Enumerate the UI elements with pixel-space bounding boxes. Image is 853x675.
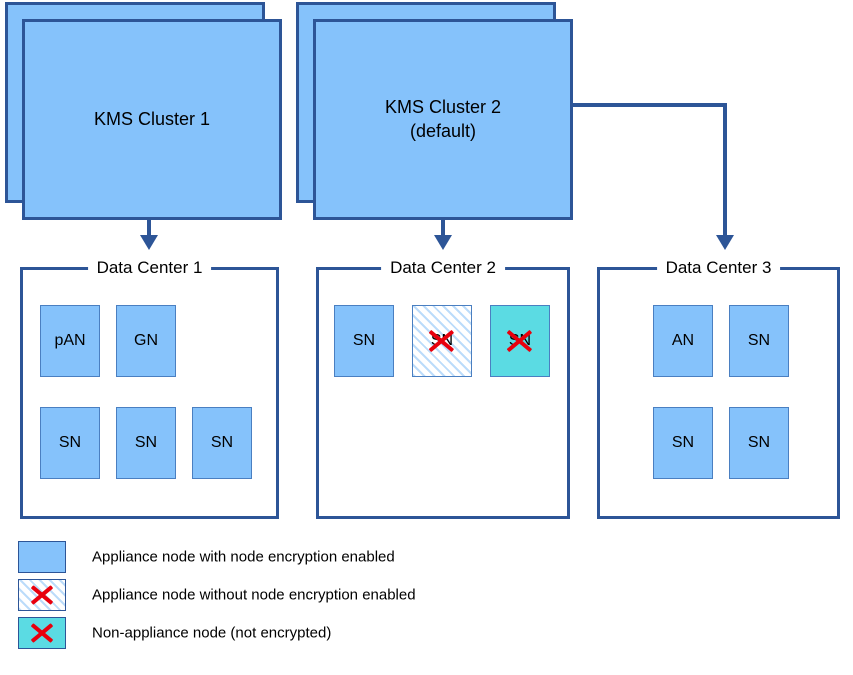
node-dc1-sn-1-label: SN [58,434,82,451]
cross-out-icon [29,622,55,644]
node-dc1-sn-3-label: SN [210,434,234,451]
node-dc3-sn-3[interactable]: SN [729,407,789,479]
node-an-label: AN [671,332,695,349]
data-center-1-nodes: pAN GN SN SN SN [20,267,279,519]
kms-cluster-1-card-front[interactable]: KMS Cluster 1 [22,19,282,220]
node-gn-label: GN [134,332,158,349]
node-dc3-sn-2-label: SN [671,434,695,451]
arrow-cluster2-to-dc2-head [434,235,452,250]
legend: Appliance node with node encryption enab… [18,541,538,651]
legend-swatch-encrypted-icon [18,541,66,573]
kms-cluster-2[interactable]: KMS Cluster 2 (default) [296,2,573,220]
legend-swatch-non-appliance-icon [18,617,66,649]
node-an[interactable]: AN [653,305,713,377]
node-dc2-sn-not-encrypted[interactable]: SN [412,305,472,377]
kms-cluster-1-label: KMS Cluster 1 [93,108,211,129]
node-gn[interactable]: GN [116,305,176,377]
node-dc2-sn-encrypted[interactable]: SN [334,305,394,377]
data-center-1[interactable]: Data Center 1 pAN GN SN SN SN [20,258,279,519]
data-center-3-title: Data Center 3 [656,258,781,277]
node-dc3-sn-1[interactable]: SN [729,305,789,377]
legend-label-non-appliance: Non-appliance node (not encrypted) [92,624,332,642]
legend-swatch-not-encrypted-icon [18,579,66,611]
kms-cluster-2-label: KMS Cluster 2 (default) [384,97,502,141]
node-dc2-sn-non-appliance-label: SN [508,332,532,349]
data-center-3-nodes: AN SN SN SN [597,267,840,519]
kms-cluster-2-card-front[interactable]: KMS Cluster 2 (default) [313,19,573,220]
node-dc1-sn-2[interactable]: SN [116,407,176,479]
legend-label-encrypted: Appliance node with node encryption enab… [92,548,395,566]
node-dc1-sn-2-label: SN [134,434,158,451]
data-center-1-title: Data Center 1 [87,258,212,277]
arrow-cluster1-to-dc1-head [140,235,158,250]
node-dc3-sn-1-label: SN [747,332,771,349]
arrow-cluster1-to-dc1-shaft [147,219,151,237]
node-pan[interactable]: pAN [40,305,100,377]
data-center-2-nodes: SN SN SN [316,267,570,519]
arrow-cluster2-to-dc3-vertical [723,103,727,237]
arrow-cluster2-to-dc3-head [716,235,734,250]
legend-label-not-encrypted: Appliance node without node encryption e… [92,586,416,604]
node-dc3-sn-2[interactable]: SN [653,407,713,479]
arrow-cluster2-to-dc2-shaft [441,219,445,237]
node-dc3-sn-3-label: SN [747,434,771,451]
node-dc2-sn-encrypted-label: SN [352,332,376,349]
node-pan-label: pAN [54,332,86,349]
data-center-2[interactable]: Data Center 2 SN SN SN [316,258,570,519]
node-dc1-sn-1[interactable]: SN [40,407,100,479]
node-dc1-sn-3[interactable]: SN [192,407,252,479]
node-dc2-sn-not-encrypted-label: SN [430,332,454,349]
node-dc2-sn-non-appliance[interactable]: SN [490,305,550,377]
cross-out-icon [29,584,55,606]
arrow-cluster2-to-dc3-horizontal [570,103,727,107]
kms-cluster-1[interactable]: KMS Cluster 1 [5,2,282,220]
data-center-3[interactable]: Data Center 3 AN SN SN SN [597,258,840,519]
data-center-2-title: Data Center 2 [381,258,505,277]
